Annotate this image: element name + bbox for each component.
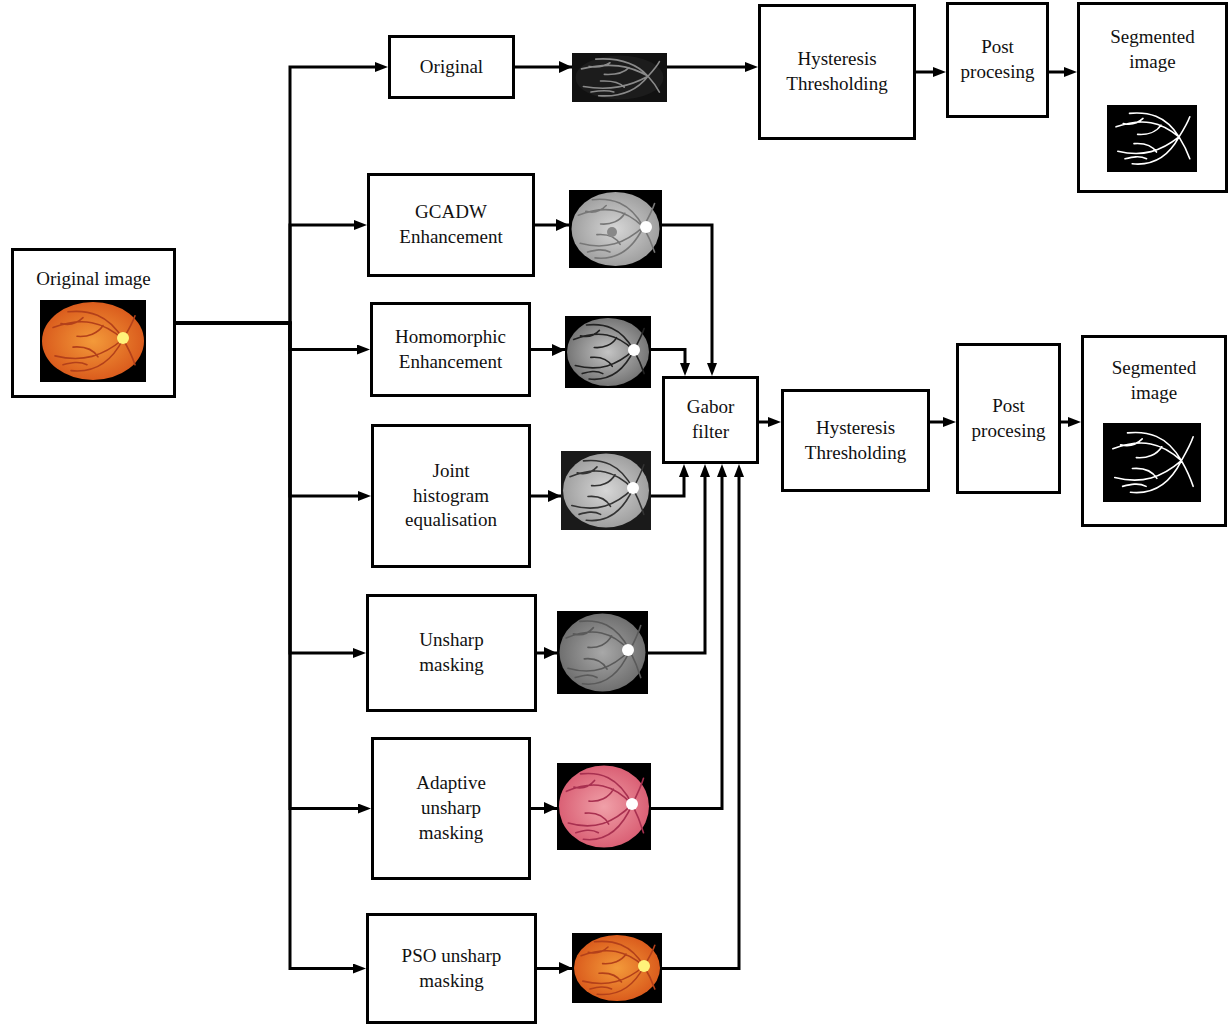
flow-arrow <box>176 323 362 350</box>
fundus-photo <box>40 300 146 382</box>
node-label: Segmented image <box>1099 356 1209 405</box>
flow-arrow <box>176 323 363 809</box>
photo-ground <box>561 451 651 530</box>
flow-arrow <box>916 71 938 74</box>
node-label: Hysteresis Thresholding <box>793 416 918 465</box>
optic-disc <box>626 798 638 810</box>
optic-disc <box>627 482 639 494</box>
thumbnail-arrowheads <box>544 61 572 974</box>
retina <box>574 935 660 1001</box>
vessels <box>582 59 660 96</box>
node-label: Adaptive unsharp masking <box>406 771 496 845</box>
flow-arrow <box>176 323 363 496</box>
result-box: Segmented image <box>1077 2 1228 193</box>
optic-disc <box>640 221 652 233</box>
optic-disc <box>628 344 640 356</box>
node-label: PSO unsharp masking <box>392 944 512 993</box>
node-label: Original <box>420 55 483 80</box>
vessels <box>581 941 655 994</box>
segmentation-result <box>1107 105 1197 172</box>
flow-arrow <box>1061 421 1073 424</box>
vessels <box>53 311 135 371</box>
photo-ground <box>572 933 662 1003</box>
unsharp-thumbnail <box>557 611 648 694</box>
vessels <box>1116 113 1190 164</box>
vessels <box>578 199 654 258</box>
vessels <box>574 325 645 380</box>
photo-ground <box>1107 105 1197 172</box>
arrowhead <box>559 61 572 73</box>
vessels <box>566 621 641 684</box>
process-box: Unsharp masking <box>366 594 537 712</box>
retina <box>559 766 649 848</box>
node-label: Original image <box>36 267 151 292</box>
arrowhead <box>559 962 572 974</box>
optic-disc <box>117 332 129 344</box>
retina <box>560 614 646 692</box>
process-box: Original <box>388 35 515 99</box>
retina <box>576 56 664 100</box>
photo-ground <box>569 190 662 268</box>
node-label: GCADW Enhancement <box>386 200 516 249</box>
histogram-thumbnail <box>561 451 651 530</box>
node-label: Post procesing <box>958 35 1038 84</box>
arrowhead <box>544 647 557 659</box>
retina <box>42 302 144 380</box>
arrowhead <box>544 802 557 814</box>
retina <box>567 318 649 386</box>
homomorphic-thumbnail <box>565 316 651 388</box>
photo-ground <box>557 611 648 694</box>
flow-arrow <box>176 225 359 323</box>
flow-arrow <box>1049 71 1069 74</box>
photo-ground <box>572 53 667 102</box>
vessels <box>1113 432 1193 492</box>
arrowhead <box>548 490 561 502</box>
vessels <box>570 460 644 520</box>
node-label: Hysteresis Thresholding <box>775 47 900 96</box>
process-box: Hysteresis Thresholding <box>758 4 916 140</box>
node-label: Gabor filter <box>681 395 741 444</box>
photo-ground <box>40 300 146 382</box>
process-box: Post procesing <box>946 2 1049 118</box>
process-box: Post procesing <box>956 343 1061 494</box>
node-label: Unsharp masking <box>397 628 507 677</box>
photo-ground <box>565 316 651 388</box>
pso-thumbnail <box>572 933 662 1003</box>
flow-arrow <box>759 421 773 424</box>
process-box: Homomorphic Enhancement <box>370 302 531 397</box>
result-box: Segmented image <box>1081 335 1227 527</box>
arrowhead <box>556 219 569 231</box>
flow-arrow <box>176 67 380 323</box>
node-label: Joint histogram equalisation <box>396 459 506 533</box>
node-label: Segmented image <box>1098 25 1208 74</box>
fovea <box>607 227 617 237</box>
process-box: Joint histogram equalisation <box>371 424 531 568</box>
image-box: Original image <box>11 248 176 398</box>
vessels <box>566 773 643 839</box>
optic-disc <box>638 960 650 972</box>
photo-ground <box>1103 423 1201 502</box>
retina <box>572 192 660 266</box>
vessel-map-thumbnail <box>572 53 667 102</box>
flow-arrow <box>537 472 739 969</box>
process-box: Adaptive unsharp masking <box>371 737 531 880</box>
optic-disc <box>622 644 634 656</box>
gcadw-thumbnail <box>569 190 662 268</box>
node-label: Homomorphic Enhancement <box>383 325 518 374</box>
segmentation-result <box>1103 423 1201 502</box>
filter-box: Gabor filter <box>662 376 759 464</box>
arrowhead <box>552 344 565 356</box>
flow-arrow <box>176 323 358 653</box>
adaptive-thumbnail <box>557 763 651 850</box>
retina <box>563 454 649 528</box>
flow-arrow <box>930 421 948 424</box>
flow-arrow <box>176 323 358 969</box>
node-label: Post procesing <box>969 394 1049 443</box>
process-box: Hysteresis Thresholding <box>781 389 930 492</box>
process-box: GCADW Enhancement <box>367 173 535 277</box>
process-box: PSO unsharp masking <box>366 913 537 1024</box>
photo-ground <box>557 763 651 850</box>
